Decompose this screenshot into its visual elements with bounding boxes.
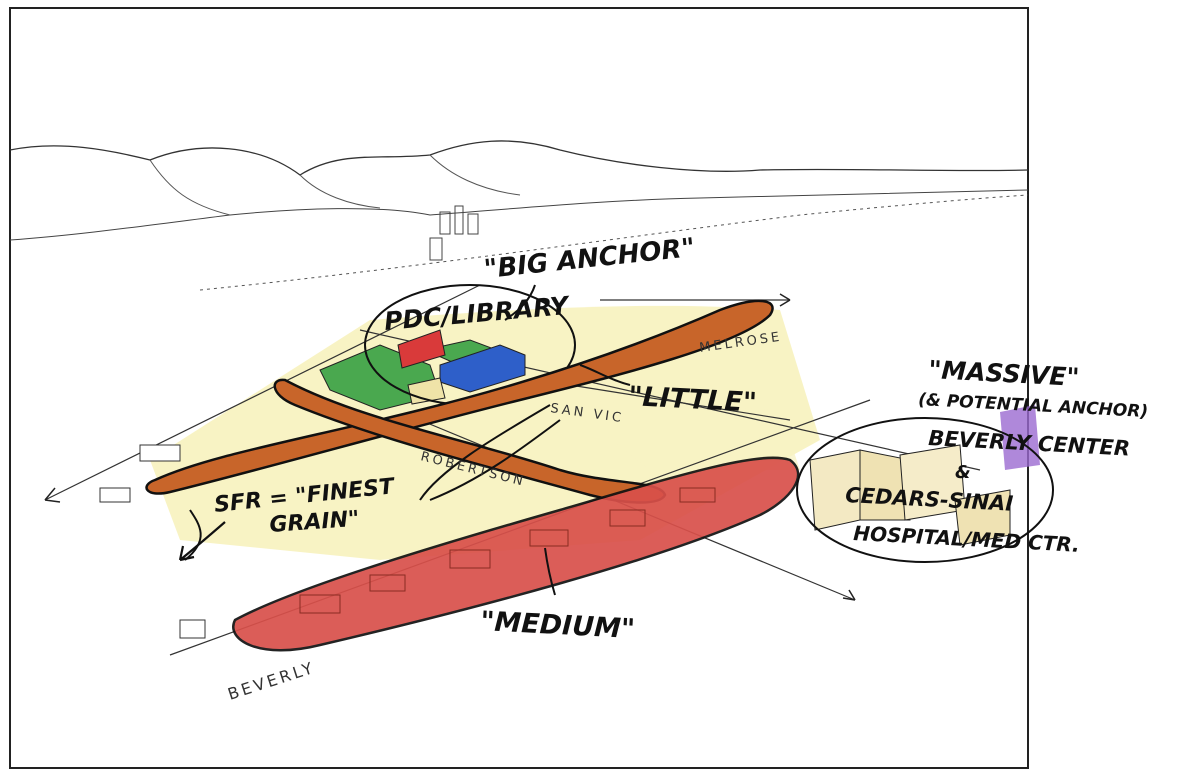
label-ampersand: & bbox=[955, 462, 971, 483]
